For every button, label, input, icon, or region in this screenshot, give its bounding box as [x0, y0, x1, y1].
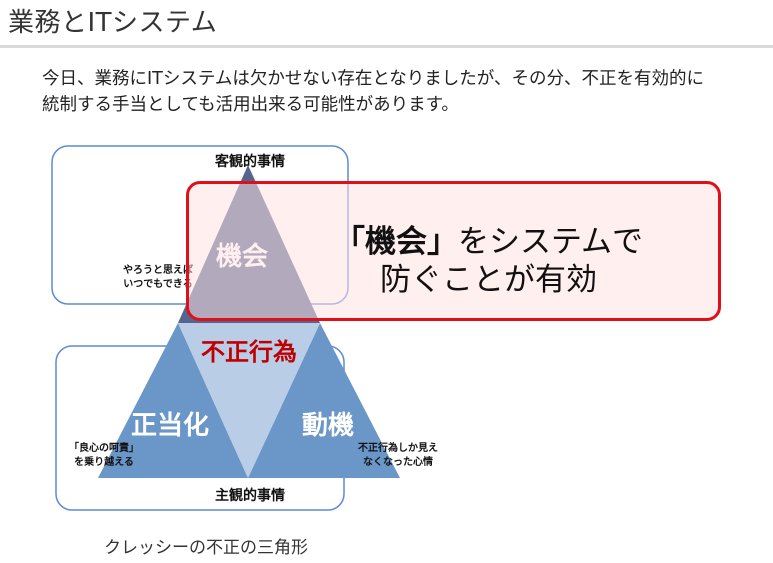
rationalization-label: 正当化: [131, 411, 209, 441]
rationalization-triangle: [98, 323, 248, 478]
motive-note-line-1: 不正行為しか見え: [358, 441, 438, 454]
title-divider: [0, 45, 773, 48]
motive-note-line-2: なくなった心情: [363, 455, 433, 468]
motive-label: 動機: [302, 411, 354, 441]
fraud-act-label: 不正行為: [201, 338, 297, 366]
motive-triangle: [248, 323, 400, 478]
intro-text: 今日、業務にITシステムは欠かせない存在となりましたが、その分、不正を有効的に …: [42, 66, 767, 118]
callout-box: [186, 181, 721, 321]
fraud-act-triangle: [178, 323, 320, 478]
opportunity-note-line-1: やろうと思えば: [123, 263, 193, 276]
rationalization-note-line-1: 「良心の呵責」: [69, 441, 139, 454]
opportunity-note-line-2: いつでもできる: [123, 278, 192, 290]
callout-emphasis: 「機会」: [333, 224, 458, 260]
intro-line-1: 今日、業務にITシステムは欠かせない存在となりましたが、その分、不正を有効的に: [42, 69, 704, 89]
callout-line-1: 「機会」をシステムで: [186, 223, 721, 261]
objective-circumstances-label: 客観的事情: [214, 153, 285, 170]
diagram-caption: クレッシーの不正の三角形: [104, 538, 308, 558]
subjective-circumstances-label: 主観的事情: [215, 487, 285, 504]
rationalization-note-line-2: を乗り越える: [74, 455, 134, 468]
page-title: 業務とITシステム: [8, 8, 218, 38]
callout-line-1-rest: をシステムで: [457, 224, 644, 260]
callout-text: 「機会」をシステムで 防ぐことが有効: [186, 223, 721, 299]
callout-line-2: 防ぐことが有効: [380, 262, 597, 298]
intro-line-2: 統制する手当としても活用出来る可能性があります。: [42, 95, 459, 115]
